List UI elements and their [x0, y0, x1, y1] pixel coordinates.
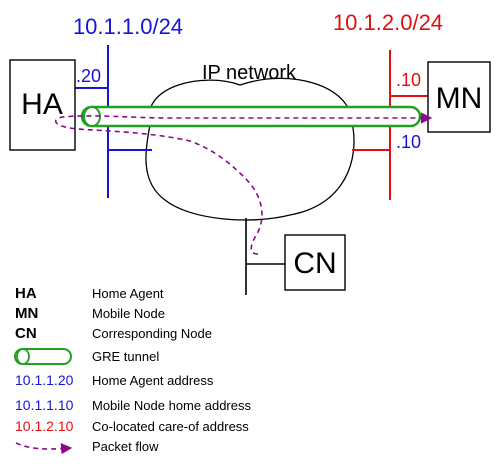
mn-box	[427, 61, 491, 133]
subnet-left-label: 10.1.1.0/24	[73, 14, 183, 39]
legend-key: HA	[15, 285, 37, 302]
mn-coa-port-label: .10	[396, 70, 421, 90]
legend-key: 10.1.2.10	[15, 418, 74, 434]
legend-description: Home Agent	[92, 286, 164, 301]
legend-tunnel-end-icon	[16, 348, 30, 365]
packet-flow-path	[54, 112, 433, 255]
mn-box-label: MN	[436, 82, 483, 115]
mn-home-port-label: .10	[396, 132, 421, 152]
ha-box	[9, 59, 76, 151]
legend-key: CN	[15, 325, 37, 342]
ha-box-label: HA	[21, 88, 63, 121]
cn-box-label: CN	[293, 247, 336, 280]
legend-key: 10.1.1.20	[15, 372, 74, 388]
legend-description: Corresponding Node	[92, 326, 212, 341]
legend-key: MN	[15, 305, 38, 322]
ip-network-cloud	[145, 77, 355, 221]
legend-description: Co-located care-of address	[92, 419, 249, 434]
legend-description: Packet flow	[92, 439, 159, 454]
legend-description: GRE tunnel	[92, 349, 159, 364]
cn-box	[284, 234, 346, 291]
legend-description: Mobile Node home address	[92, 398, 251, 413]
ha-port-label: .20	[76, 66, 101, 86]
subnet-right-label: 10.1.2.0/24	[333, 10, 443, 35]
legend-packet-flow-icon	[15, 442, 73, 455]
legend-key: 10.1.1.10	[15, 397, 74, 413]
legend-description: Home Agent address	[92, 373, 214, 388]
legend-description: Mobile Node	[92, 306, 165, 321]
ip-network-label: IP network	[202, 62, 297, 84]
